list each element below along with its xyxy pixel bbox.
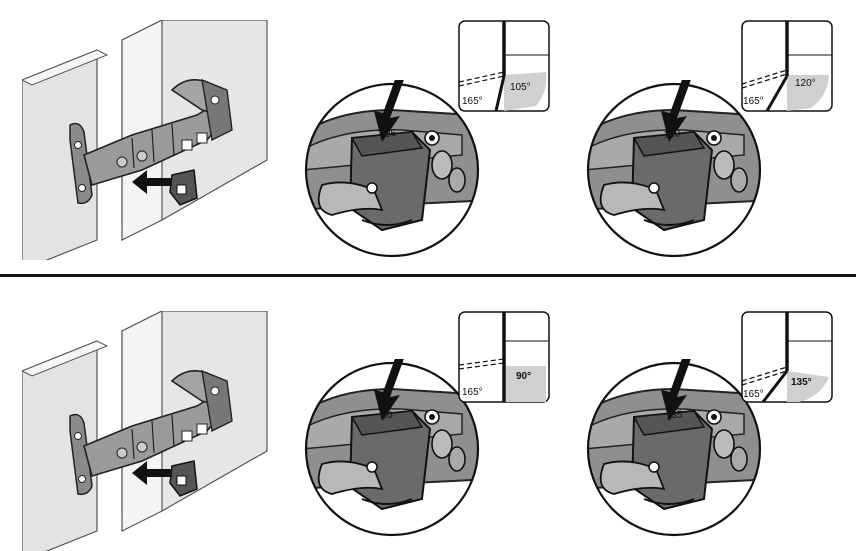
section-divider: [0, 274, 856, 277]
detail-circle-1: 105: [302, 80, 482, 260]
angle-left-4: 165°: [743, 389, 764, 400]
detail-circle-2: 120: [584, 80, 764, 260]
angle-left-3: 165°: [462, 387, 483, 398]
pointer-arrow-4: [661, 359, 691, 421]
pointer-arrow-1: [374, 80, 404, 142]
detail-circle-4: 135: [584, 359, 764, 539]
detail-circle-3: 90: [302, 359, 482, 539]
angle-box-4: 165° 135°: [741, 311, 833, 403]
angle-box-3: 165° 90°: [458, 311, 550, 403]
top-row: 105 165° 105° 120 165° 120°: [0, 0, 856, 265]
angle-right-2: 120°: [795, 78, 816, 89]
angle-right-4: 135°: [791, 377, 812, 388]
angle-right-1: 105°: [510, 82, 531, 93]
angle-right-3: 90°: [516, 371, 531, 382]
hinge-illustration-top: [22, 20, 272, 260]
angle-left-2: 165°: [743, 96, 764, 107]
pointer-arrow-2: [661, 80, 691, 142]
angle-left-1: 165°: [462, 96, 483, 107]
pointer-arrow-3: [374, 359, 404, 421]
angle-box-2: 165° 120°: [741, 20, 833, 112]
bottom-row: 90 165° 90° 135 165° 135°: [0, 283, 856, 548]
angle-box-1: 165° 105°: [458, 20, 550, 112]
hinge-illustration-bottom: [22, 311, 272, 551]
